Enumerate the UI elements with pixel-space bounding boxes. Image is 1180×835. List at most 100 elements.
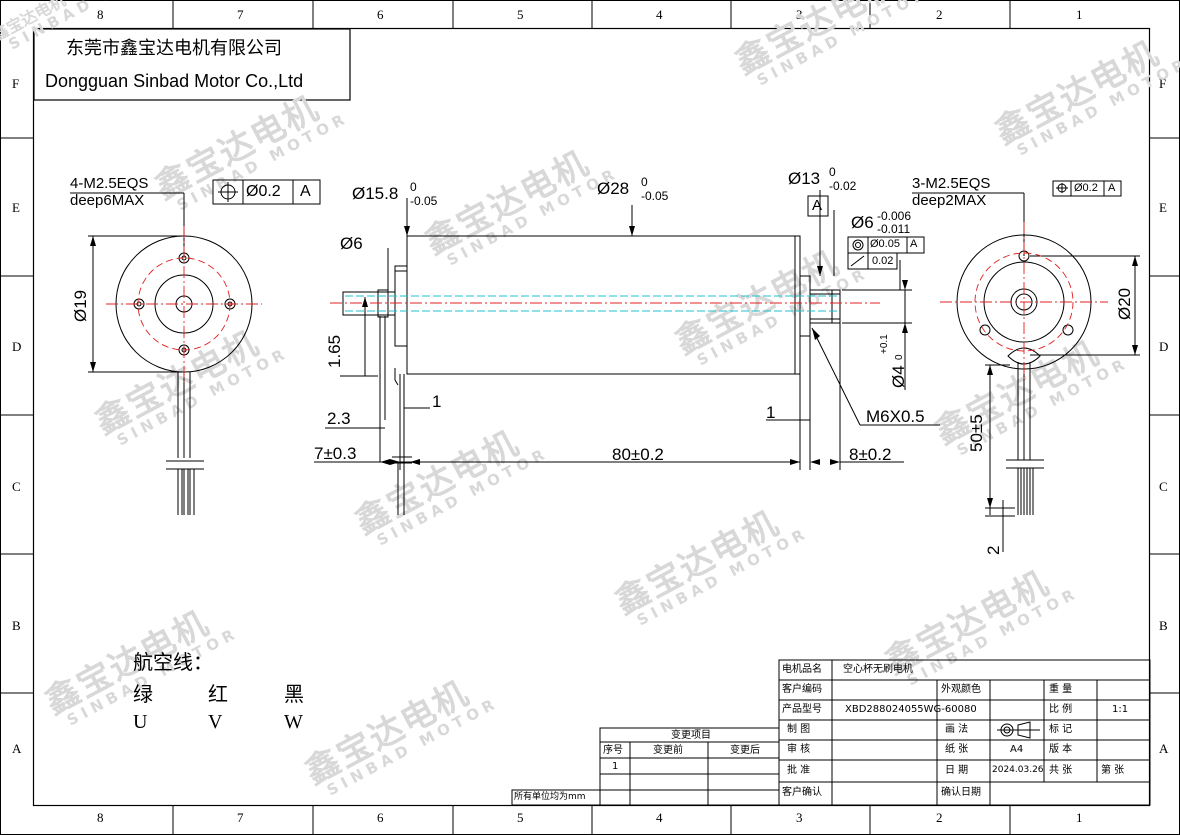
zone-col-7-bottom: 7 bbox=[237, 810, 244, 825]
tb-customer-code-label: 客户编码 bbox=[782, 684, 822, 695]
zone-col-3-bottom: 3 bbox=[796, 810, 803, 825]
zone-col-4-top: 4 bbox=[656, 7, 663, 22]
dim-80: 80±0.2 bbox=[612, 445, 664, 464]
thread-callout: M6X0.5 bbox=[866, 407, 925, 426]
zone-col-7-top: 7 bbox=[237, 7, 244, 22]
tb-projection-label: 画 法 bbox=[945, 724, 969, 735]
tb-paper-label: 纸 张 bbox=[945, 744, 969, 755]
change-row-no: 1 bbox=[612, 761, 619, 772]
dim-shaft-tol-lower: -0.011 bbox=[877, 222, 911, 236]
left-datum: A bbox=[300, 183, 311, 200]
zone-row-a-left: A bbox=[12, 741, 22, 756]
wire-phase-2: V bbox=[208, 711, 223, 733]
tb-appearance-color-label: 外观颜色 bbox=[941, 684, 981, 695]
zone-col-4-bottom: 4 bbox=[656, 810, 663, 825]
dim-boss-tol-upper: 0 bbox=[829, 165, 836, 179]
dim-boss-tol-lower: -0.02 bbox=[829, 179, 857, 193]
tb-model: XBD288024055WG-60080 bbox=[845, 704, 977, 715]
tb-product-name: 空心杯无刷电机 bbox=[843, 664, 913, 675]
dim-flange-tol-lower: -0.05 bbox=[410, 194, 438, 208]
dim-1-right: 1 bbox=[766, 403, 776, 422]
change-table-title: 变更项目 bbox=[671, 730, 711, 741]
zone-col-1-top: 1 bbox=[1076, 7, 1083, 22]
zone-col-8-top: 8 bbox=[97, 7, 104, 22]
zone-row-d-left: D bbox=[12, 339, 22, 354]
zone-row-e-right: E bbox=[1159, 200, 1167, 215]
dim-body-tol-lower: -0.05 bbox=[641, 189, 669, 203]
zone-row-a-right: A bbox=[1159, 741, 1169, 756]
tb-scale: 1:1 bbox=[1112, 704, 1129, 715]
dim-flange: Ø15.8 bbox=[352, 184, 399, 203]
zone-col-1-bottom: 1 bbox=[1076, 810, 1083, 825]
zone-col-6-bottom: 6 bbox=[377, 810, 384, 825]
right-hole-depth: deep2MAX bbox=[912, 192, 987, 209]
zone-row-b-right: B bbox=[1159, 618, 1168, 633]
wire-color-3: 黑 bbox=[284, 682, 304, 706]
dim-shaft-tol-upper: -0.006 bbox=[877, 209, 912, 223]
tb-product-name-label: 电机品名 bbox=[782, 664, 822, 675]
concentricity-value: Ø0.05 bbox=[870, 238, 900, 250]
zone-row-e-left: E bbox=[12, 200, 20, 215]
left-hole-depth: deep6MAX bbox=[70, 192, 145, 209]
zone-col-5-bottom: 5 bbox=[517, 810, 524, 825]
tb-drawn-label: 制 图 bbox=[787, 724, 811, 735]
datum-a: A bbox=[812, 197, 823, 214]
wire-color-1: 绿 bbox=[133, 682, 153, 706]
zone-col-2-top: 2 bbox=[936, 7, 943, 22]
wire-color-2: 红 bbox=[208, 682, 228, 706]
wire-phase-3: W bbox=[284, 711, 303, 733]
zone-col-2-bottom: 2 bbox=[936, 810, 943, 825]
left-tolerance-value: Ø0.2 bbox=[246, 183, 281, 200]
wire-phase-1: U bbox=[133, 711, 148, 733]
dim-8: 8±0.2 bbox=[849, 445, 892, 464]
tb-model-label: 产品型号 bbox=[782, 704, 822, 715]
unit-note: 所有单位均为mm bbox=[514, 792, 586, 802]
wire-title: 航空线： bbox=[133, 650, 213, 674]
change-header-after: 变更后 bbox=[730, 745, 760, 756]
dim-body: Ø28 bbox=[597, 179, 630, 198]
tb-approve-label: 批 准 bbox=[787, 765, 811, 776]
zone-row-d-right: D bbox=[1159, 339, 1169, 354]
zone-row-f-right: F bbox=[1159, 76, 1167, 91]
right-hole-callout: 3-M2.5EQS bbox=[912, 175, 991, 192]
zone-row-b-left: B bbox=[12, 618, 21, 633]
company-name-cn: 东莞市鑫宝达电机有限公司 bbox=[66, 38, 282, 59]
zone-col-3-top: 3 bbox=[796, 7, 803, 22]
tb-customer-confirm-label: 客户确认 bbox=[782, 787, 822, 798]
runout-value: 0.02 bbox=[872, 255, 894, 267]
dim-7: 7±0.3 bbox=[314, 444, 357, 463]
dim-2-3: 2.3 bbox=[327, 409, 351, 428]
tb-sheet-label: 第 张 bbox=[1101, 765, 1125, 776]
tb-review-label: 审 核 bbox=[787, 744, 811, 755]
tb-date-label: 日 期 bbox=[945, 765, 969, 776]
zone-row-c-right: C bbox=[1159, 479, 1168, 494]
tb-weight-label: 重 量 bbox=[1049, 684, 1073, 695]
zone-row-f-left: F bbox=[12, 76, 20, 91]
tb-confirm-date-label: 确认日期 bbox=[941, 787, 981, 798]
right-tolerance-value: Ø0.2 bbox=[1074, 182, 1098, 194]
dim-boss: Ø13 bbox=[788, 169, 821, 188]
change-header-before: 变更前 bbox=[653, 745, 683, 756]
zone-col-6-top: 6 bbox=[377, 7, 384, 22]
tb-date: 2024.03.26 bbox=[992, 765, 1044, 775]
zone-col-8-bottom: 8 bbox=[97, 810, 104, 825]
dim-rear-shaft: Ø6 bbox=[340, 234, 363, 253]
change-header-no: 序号 bbox=[603, 745, 623, 756]
tb-version-label: 版 本 bbox=[1049, 744, 1073, 755]
dim-flange-tol-upper: 0 bbox=[410, 180, 417, 194]
dim-body-tol-upper: 0 bbox=[641, 175, 648, 189]
left-hole-callout: 4-M2.5EQS bbox=[70, 175, 149, 192]
dim-1-left: 1 bbox=[432, 392, 442, 411]
zone-col-5-top: 5 bbox=[517, 7, 524, 22]
dim-shaft: Ø6 bbox=[851, 213, 874, 232]
tb-paper: A4 bbox=[1010, 744, 1024, 755]
zone-row-c-left: C bbox=[12, 479, 21, 494]
tb-scale-label: 比 例 bbox=[1049, 704, 1073, 715]
tb-total-sheets-label: 共 张 bbox=[1049, 765, 1073, 776]
company-name-en: Dongguan Sinbad Motor Co.,Ltd bbox=[45, 71, 304, 91]
right-datum: A bbox=[1108, 182, 1116, 194]
concentricity-datum: A bbox=[910, 238, 918, 250]
tb-mark-label: 标 记 bbox=[1049, 724, 1073, 735]
